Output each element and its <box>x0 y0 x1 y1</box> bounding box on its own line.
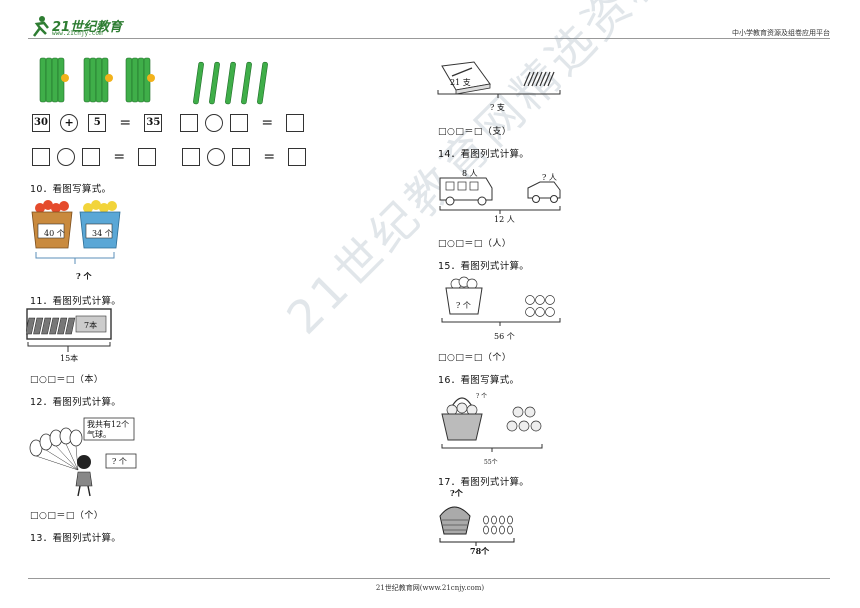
basket-label: ? 个 <box>476 393 488 400</box>
total-label: 15本 <box>60 354 79 363</box>
answer-box[interactable] <box>230 113 249 132</box>
peanut-basket-image <box>439 506 515 546</box>
logo <box>28 14 128 38</box>
operator-circle[interactable] <box>205 113 224 132</box>
top-label: ?个 <box>450 488 463 498</box>
equation-row-2-right: = <box>182 146 307 166</box>
answer-box[interactable]: 30 <box>32 113 50 132</box>
header-right-text: 中小学教育资源及组卷应用平台 <box>732 29 830 37</box>
bus-car-image <box>439 177 561 214</box>
pencil-box-image <box>437 61 561 98</box>
question-14-answer[interactable]: □○□＝□（人） <box>438 239 512 249</box>
girl-balloons-image <box>29 417 137 497</box>
answer-box[interactable]: 35 <box>144 113 163 132</box>
equals-sign: = <box>261 114 274 131</box>
total-label: 12 人 <box>494 215 515 224</box>
total-label: ? 个 <box>76 271 92 281</box>
answer-box[interactable] <box>288 147 307 166</box>
total-label: 56 个 <box>494 332 515 341</box>
equation-row-1-right: = <box>180 112 305 132</box>
fruit-basket-handle-image <box>441 397 543 452</box>
stick-bundles-image <box>39 57 155 103</box>
question-17-title: 17．看图列式计算。 <box>438 477 530 488</box>
basket-label: ? 个 <box>456 301 471 310</box>
books-shelf-image <box>26 308 112 352</box>
question-12-title: 12．看图列式计算。 <box>30 397 122 408</box>
answer-box[interactable] <box>138 147 157 166</box>
question-11-answer[interactable]: □○□＝□（本） <box>30 375 104 385</box>
fruit-baskets-image <box>31 200 121 264</box>
equation-row-1-left: 30 + 5 = 35 <box>32 112 163 132</box>
books-box-label: 7本 <box>84 321 98 330</box>
answer-box[interactable] <box>82 147 101 166</box>
footer-text: 21世纪教育网(www.21cnjy.com) <box>375 584 485 592</box>
question-12-answer[interactable]: □○□＝□（个） <box>30 511 104 521</box>
speech-bubble-1: 我共有12个气球。 <box>87 420 130 439</box>
answer-box[interactable]: 5 <box>88 113 107 132</box>
total-label: 78个 <box>470 546 490 556</box>
equation-row-2-left: = <box>32 146 157 166</box>
equals-sign: = <box>113 148 126 165</box>
operator-circle[interactable] <box>207 147 226 166</box>
question-14-title: 14．看图列式计算。 <box>438 149 530 160</box>
runner-logo-icon <box>33 16 49 37</box>
question-13-title: 13．看图列式计算。 <box>30 533 122 544</box>
box-label: 21 支 <box>450 78 471 87</box>
total-label: ? 支 <box>490 103 505 112</box>
single-sticks-image <box>193 61 268 105</box>
question-10-title: 10．看图写算式。 <box>30 184 112 195</box>
answer-box[interactable] <box>182 147 200 166</box>
equals-sign: = <box>119 114 132 131</box>
apple-basket-image <box>441 276 561 326</box>
answer-box[interactable] <box>286 113 305 132</box>
bus-label: 8 人 <box>462 169 478 178</box>
basket-2-label: 34 个 <box>92 229 113 238</box>
operator-circle[interactable] <box>57 147 76 166</box>
basket-1-label: 40 个 <box>44 229 65 238</box>
equals-sign: = <box>263 148 276 165</box>
question-11-title: 11．看图列式计算。 <box>30 296 122 307</box>
footer-divider <box>28 578 830 579</box>
operator-circle[interactable]: + <box>60 113 79 132</box>
car-label: ? 人 <box>542 173 557 182</box>
question-13-answer[interactable]: □○□＝□（支） <box>438 127 512 137</box>
question-16-title: 16．看图写算式。 <box>438 375 520 386</box>
answer-box[interactable] <box>32 147 50 166</box>
total-label: 55个 <box>484 459 498 466</box>
question-15-title: 15．看图列式计算。 <box>438 261 530 272</box>
header-divider <box>28 38 830 39</box>
speech-bubble-2: ? 个 <box>112 457 127 466</box>
answer-box[interactable] <box>232 147 251 166</box>
logo-text: 21世纪教育 <box>52 20 123 35</box>
logo-subtitle: www.21cnjy.com <box>52 30 103 37</box>
answer-box[interactable] <box>180 113 198 132</box>
question-15-answer[interactable]: □○□＝□（个） <box>438 353 512 363</box>
